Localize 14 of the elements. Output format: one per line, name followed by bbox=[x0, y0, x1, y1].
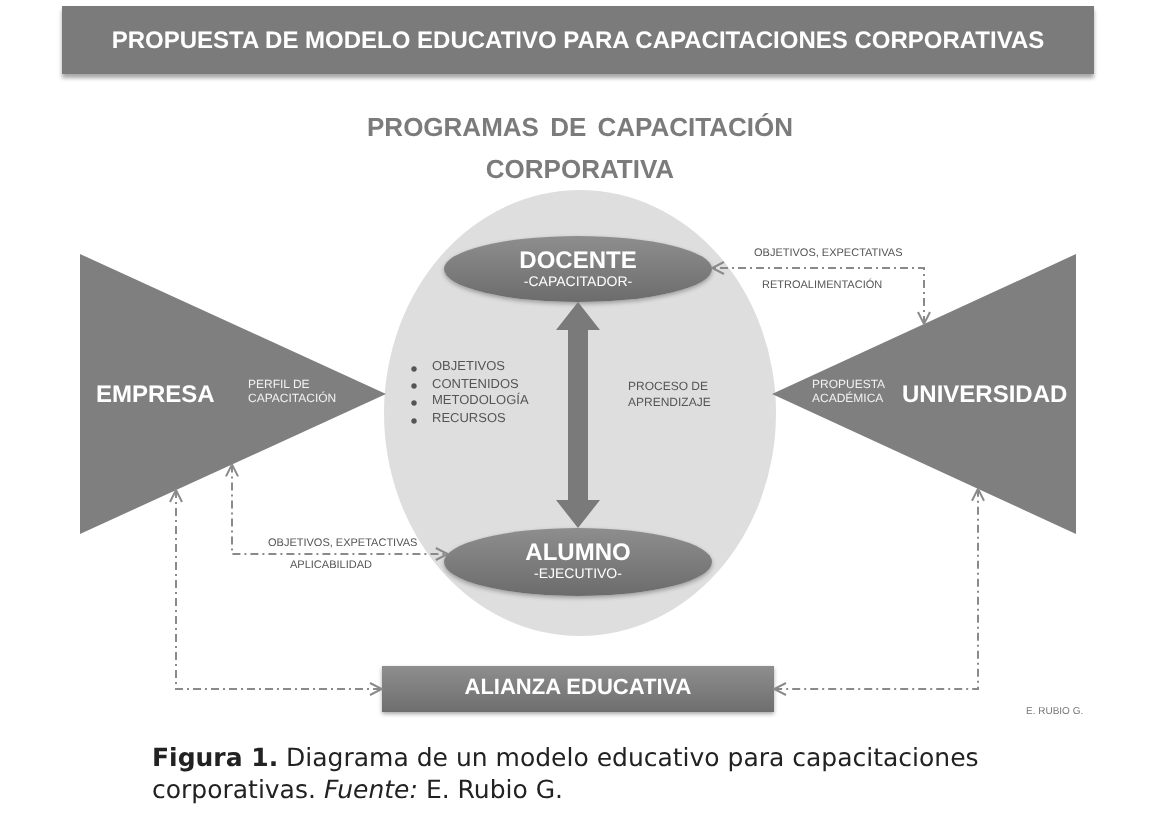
alliance-bar bbox=[382, 666, 774, 712]
dashed-connector bbox=[773, 487, 985, 696]
role-title: ALUMNO bbox=[525, 540, 631, 566]
role-title: DOCENTE bbox=[519, 247, 637, 273]
title-bar: PROPUESTA DE MODELO EDUCATIVO PARA CAPACITACIONES CORPORATIVAS bbox=[62, 6, 1094, 74]
dashed-connector bbox=[225, 463, 449, 561]
figure-caption: Figura 1. Diagrama de un modelo educativo para capacitaciones corporativas. Fuente: E. Rubio G. bbox=[152, 742, 981, 806]
circle-heading: PROGRAMAS DE CAPACITACIÓN CORPORATIVA bbox=[365, 110, 795, 188]
node-title: EMPRESA bbox=[96, 378, 215, 410]
dashed-connector bbox=[169, 489, 383, 696]
dashed-connector bbox=[711, 261, 931, 325]
node-title: UNIVERSIDAD bbox=[902, 378, 1068, 410]
bar-label: ALIANZA EDUCATIVA bbox=[464, 676, 692, 702]
double-arrow bbox=[556, 302, 600, 528]
